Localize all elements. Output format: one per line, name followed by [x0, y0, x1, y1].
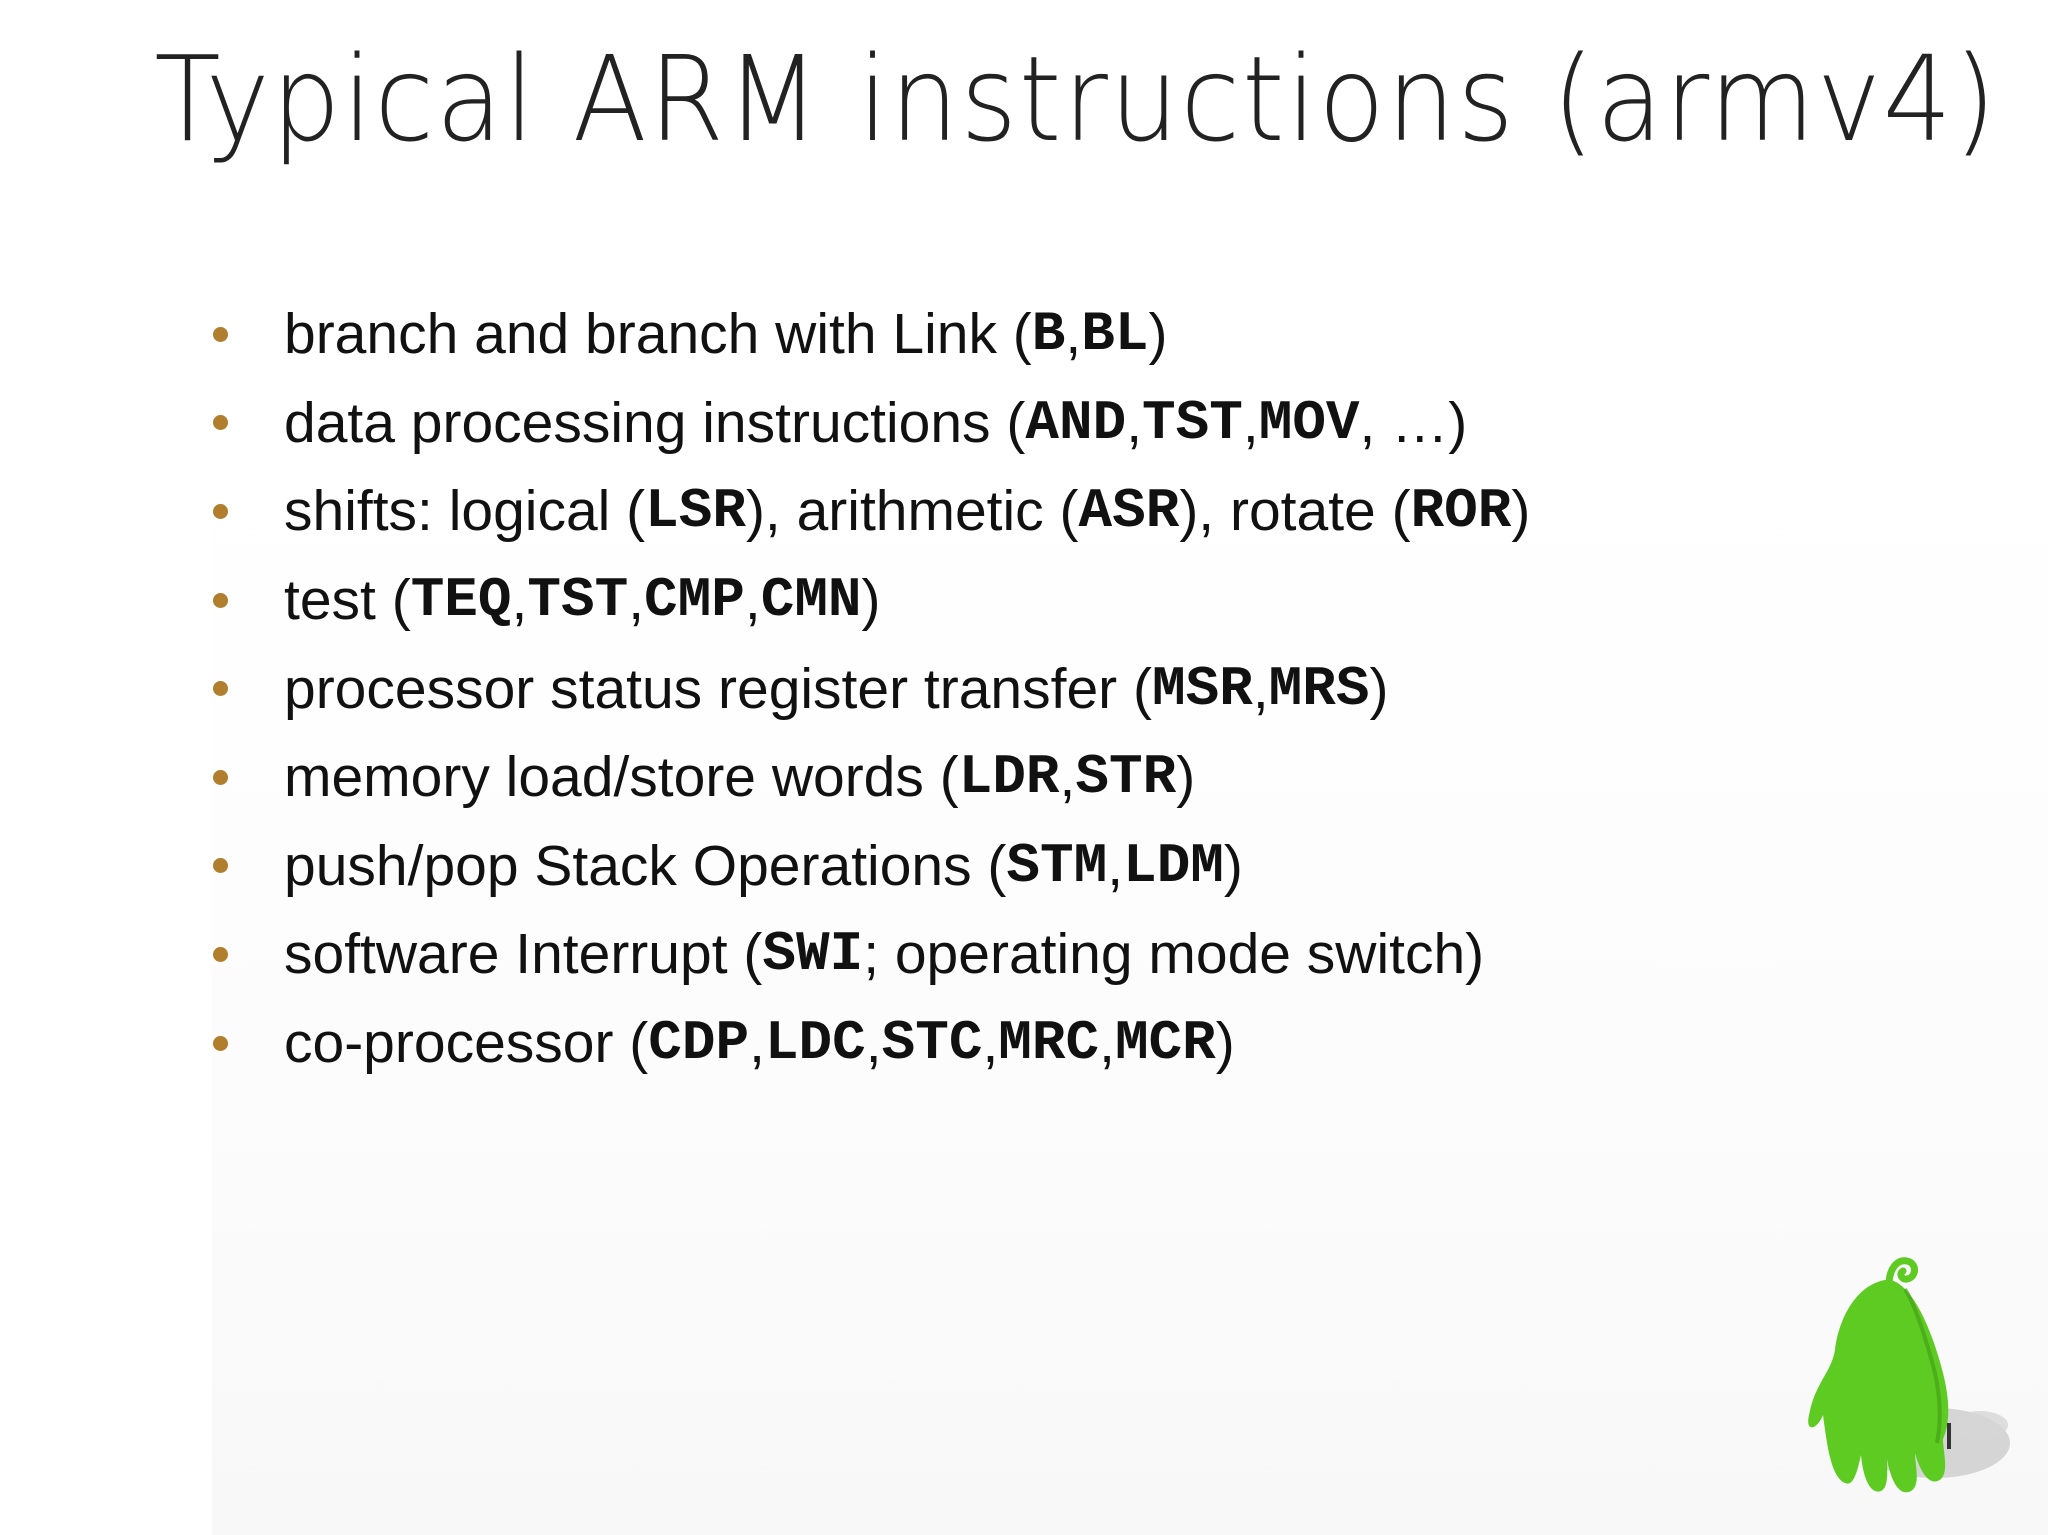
instruction-mnemonic: TST — [527, 568, 629, 633]
bullet-text: , …) — [1359, 390, 1468, 455]
bullet-text: , — [1252, 656, 1269, 721]
instruction-mnemonic: TST — [1142, 390, 1243, 455]
bullet-text: , — [982, 1011, 999, 1076]
bullet-text: , — [1242, 390, 1259, 455]
bullet-text: data processing instructions ( — [284, 390, 1026, 455]
instruction-mnemonic: STC — [881, 1011, 983, 1076]
green-mascot-icon — [1808, 1257, 2010, 1493]
bullet-text: ; operating mode switch) — [863, 922, 1485, 987]
bullet-item: branch and branch with Link (B, BL) — [205, 290, 1530, 379]
bullet-dot-icon — [213, 681, 228, 697]
instruction-mnemonic: LSR — [645, 479, 746, 544]
bullet-item: shifts: logical (LSR), arithmetic (ASR),… — [205, 467, 1530, 556]
instruction-mnemonic: BL — [1081, 302, 1149, 367]
instruction-mnemonic: AND — [1025, 390, 1127, 455]
bullet-text: , — [511, 568, 528, 633]
bullet-text: ) — [1369, 656, 1389, 721]
bullet-text: , — [865, 1011, 882, 1076]
instruction-mnemonic: MSR — [1151, 656, 1253, 721]
instruction-mnemonic: ROR — [1410, 479, 1512, 544]
bullet-text: , — [1059, 745, 1076, 810]
bullet-text: ) — [861, 568, 881, 633]
instruction-mnemonic: LDR — [958, 745, 1060, 810]
instruction-mnemonic: CMN — [760, 568, 862, 633]
left-margin — [0, 0, 212, 1535]
instruction-mnemonic: ASR — [1078, 479, 1180, 544]
bullet-text: co-processor ( — [284, 1011, 649, 1076]
bullet-text: processor status register transfer ( — [284, 656, 1152, 721]
bullet-text: memory load/store words ( — [284, 745, 959, 810]
bullet-dot-icon — [213, 769, 228, 785]
bullet-text: ), arithmetic ( — [745, 479, 1079, 544]
bullet-text: ), rotate ( — [1179, 479, 1411, 544]
instruction-mnemonic: TEQ — [410, 568, 512, 633]
instruction-mnemonic: MRC — [998, 1011, 1100, 1076]
bullet-text: , — [744, 568, 761, 633]
bullet-dot-icon — [213, 858, 228, 874]
bullet-item: memory load/store words (LDR, STR) — [205, 733, 1530, 822]
instruction-mnemonic: LDC — [764, 1011, 866, 1076]
instruction-mnemonic: STM — [1006, 833, 1108, 898]
instruction-mnemonic: B — [1031, 302, 1066, 367]
instruction-mnemonic: SWI — [762, 922, 864, 987]
bullet-item: co-processor (CDP, LDC, STC, MRC, MCR) — [205, 999, 1530, 1088]
instruction-mnemonic: MCR — [1114, 1011, 1216, 1076]
bullet-text: ) — [1511, 479, 1531, 544]
bullet-text: ) — [1223, 833, 1243, 898]
bullet-text: push/pop Stack Operations ( — [284, 833, 1007, 898]
slide-title: Typical ARM instructions (armv4) — [154, 30, 1998, 168]
bullet-text: , — [628, 568, 645, 633]
instruction-mnemonic: MRS — [1268, 656, 1370, 721]
bullet-text: ) — [1176, 745, 1196, 810]
bullet-item: software Interrupt (SWI; operating mode … — [205, 910, 1530, 999]
bullet-text: , — [749, 1011, 765, 1076]
bullet-dot-icon — [213, 946, 228, 962]
instruction-mnemonic: CDP — [648, 1011, 750, 1076]
bullet-text: , — [1107, 833, 1124, 898]
instruction-mnemonic: STR — [1075, 745, 1177, 810]
bullet-item: push/pop Stack Operations (STM, LDM) — [205, 822, 1530, 911]
bullet-dot-icon — [213, 415, 228, 431]
bullet-text: ) — [1148, 302, 1168, 367]
bullet-text: software Interrupt ( — [284, 922, 763, 987]
bullet-item: data processing instructions (AND, TST , … — [205, 379, 1530, 468]
instruction-mnemonic: CMP — [644, 568, 745, 633]
bullet-text: , — [1099, 1011, 1115, 1076]
bullet-list: branch and branch with Link (B, BL)data … — [205, 290, 1530, 1087]
bullet-item: test (TEQ, TST, CMP, CMN) — [205, 556, 1530, 645]
bullet-text: ) — [1215, 1011, 1235, 1076]
instruction-mnemonic: LDM — [1123, 833, 1224, 898]
bullet-text: , — [1126, 390, 1143, 455]
bullet-dot-icon — [213, 503, 228, 519]
instruction-mnemonic: MOV — [1258, 390, 1360, 455]
bullet-dot-icon — [213, 326, 228, 342]
bullet-dot-icon — [213, 592, 228, 608]
bullet-item: processor status register transfer (MSR,… — [205, 644, 1530, 733]
bullet-text: branch and branch with Link ( — [284, 302, 1032, 367]
bullet-text: shifts: logical ( — [284, 479, 646, 544]
bullet-text: , — [1065, 302, 1082, 367]
bullet-text: test ( — [284, 568, 411, 633]
bullet-dot-icon — [213, 1035, 228, 1051]
